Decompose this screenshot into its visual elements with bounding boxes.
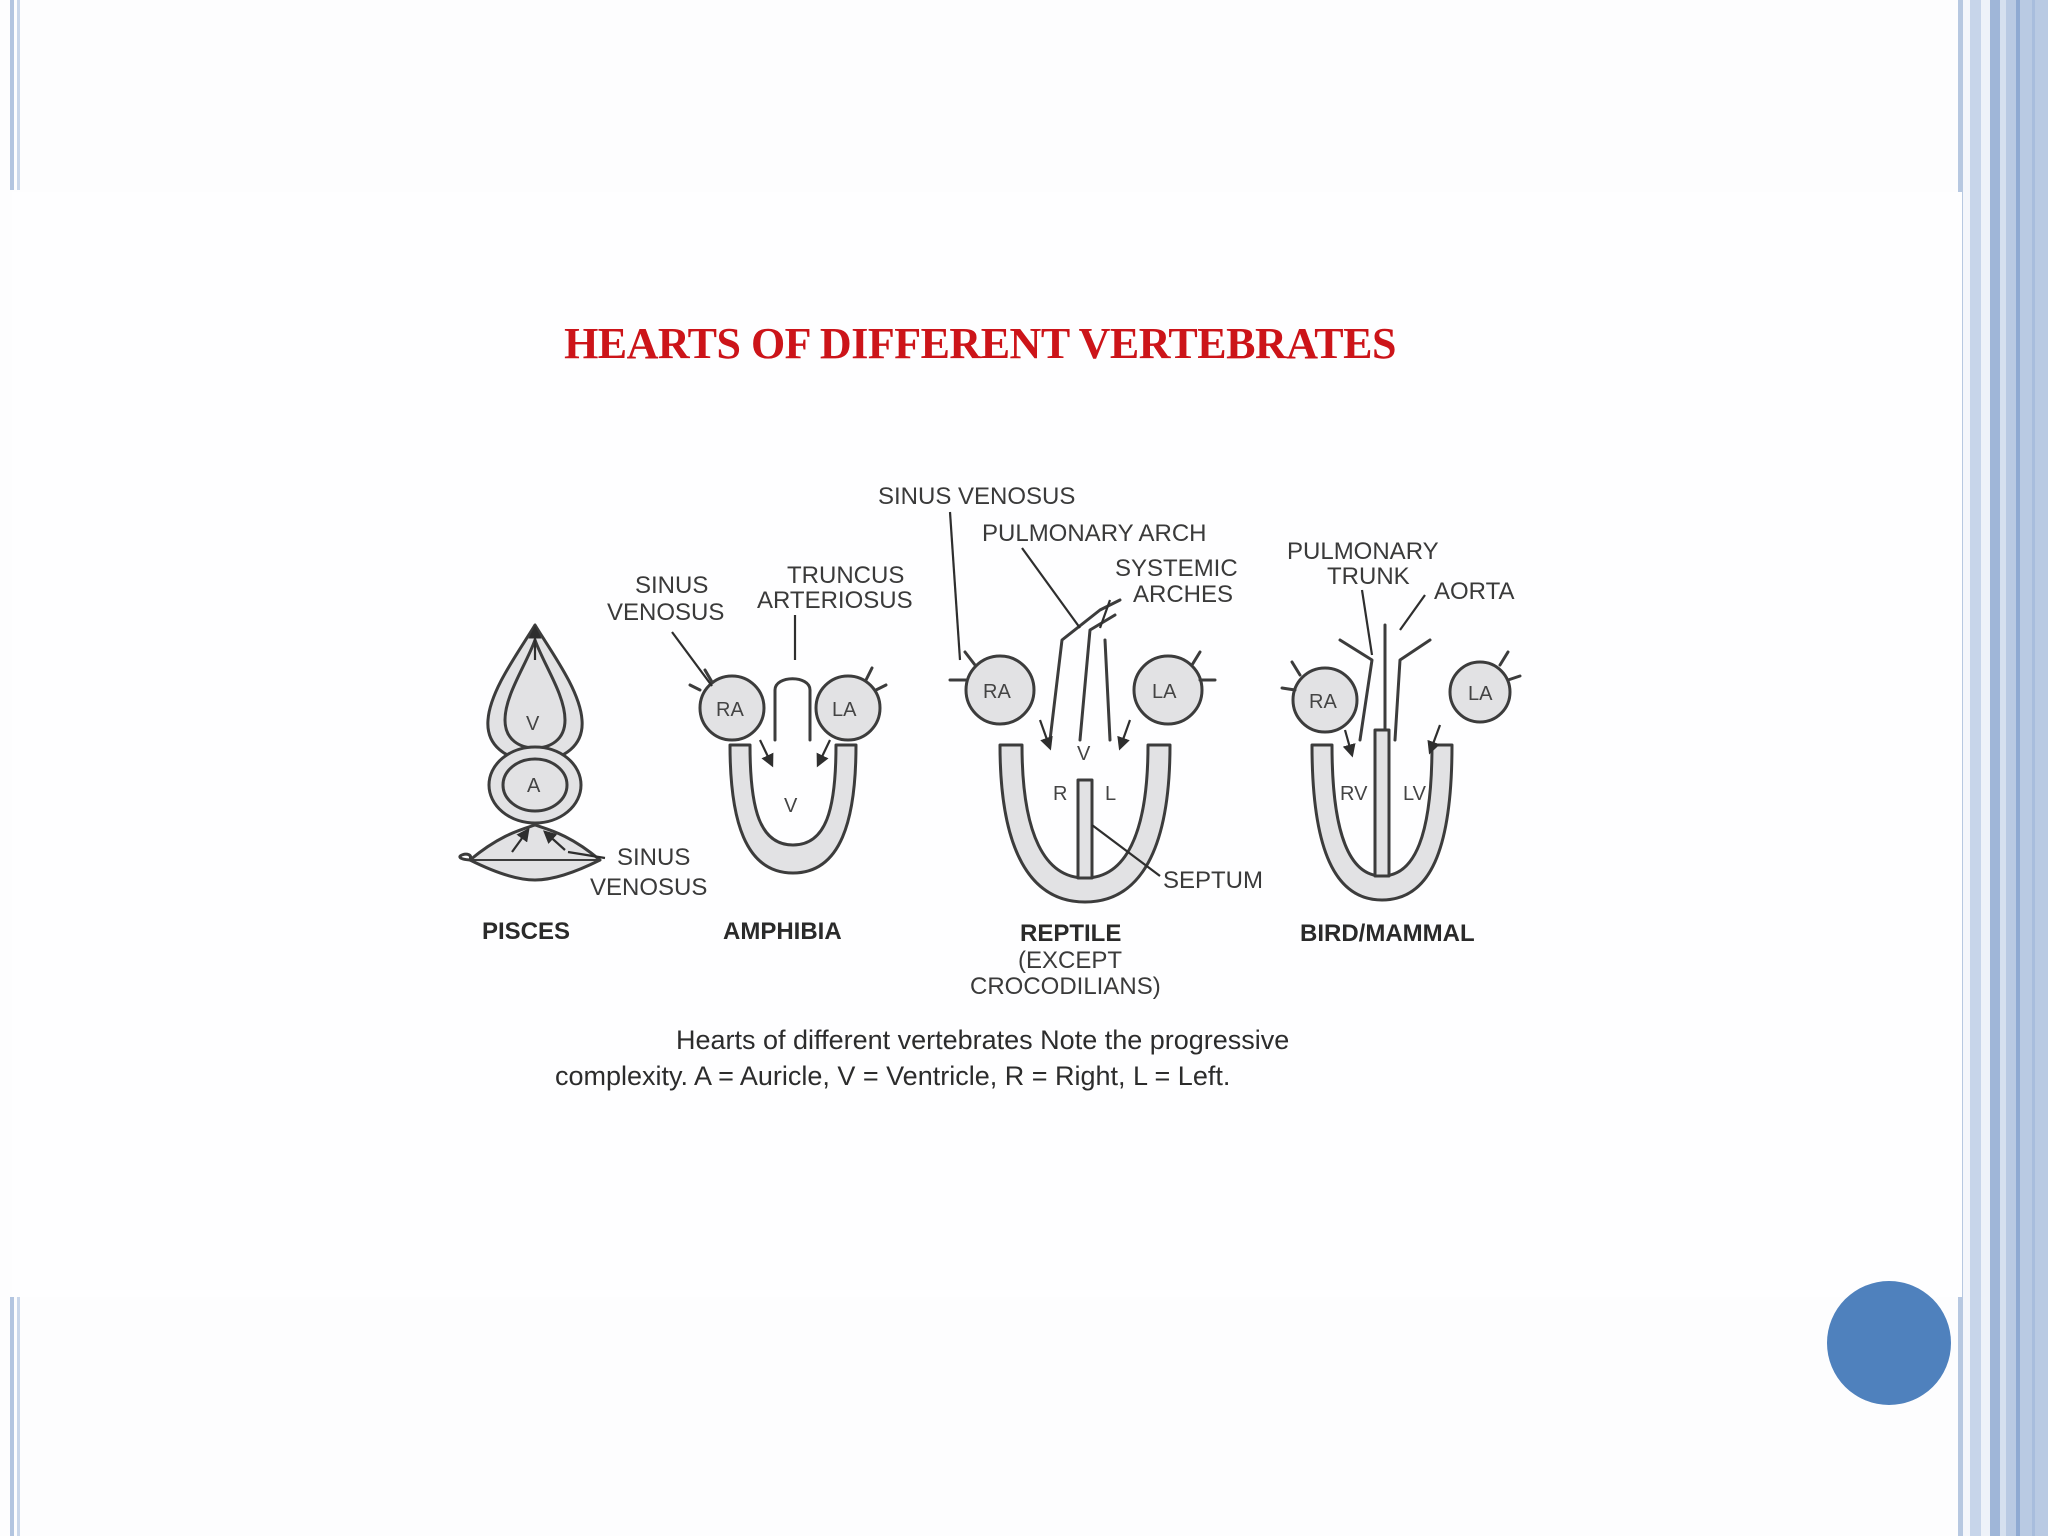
group-reptile-note-2: CROCODILIANS) [970, 973, 1161, 1000]
callout-systemic-2: ARCHES [1133, 581, 1233, 608]
bird-mammal-lv-label: LV [1403, 783, 1427, 805]
group-reptile: REPTILE [1020, 920, 1121, 947]
right-border-stripe [1963, 0, 1970, 1536]
reptile-heart: RA LA V R L [948, 598, 1217, 904]
callout-amphibia-sinus-2: VENOSUS [607, 599, 724, 626]
callout-sinus-venosus: SINUS VENOSUS [878, 483, 1075, 510]
pisces-heart: V A [458, 623, 602, 882]
callout-amphibia-sinus-1: SINUS [635, 572, 708, 599]
left-border-top-inner [17, 0, 20, 190]
caption-line-2: complexity. A = Auricle, V = Ventricle, … [555, 1061, 1230, 1091]
left-border-bottom-inner [17, 1297, 20, 1536]
pisces-ventricle-label: V [526, 713, 540, 735]
bird-mammal-heart: RA LA RV LV [1280, 623, 1522, 902]
pisces-auricle-label: A [527, 775, 541, 797]
reptile-ventricle-label: V [1077, 743, 1091, 765]
group-reptile-note-1: (EXCEPT [1018, 947, 1122, 974]
amphibia-sinus-leader [671, 631, 713, 687]
callout-pulmonary-trunk-2: TRUNK [1327, 563, 1410, 590]
right-border-stripe [2032, 0, 2035, 1536]
callout-pisces-sinus-2: VENOSUS [590, 874, 707, 901]
reptile-r-label: R [1053, 783, 1067, 805]
callout-pulmonary-arch: PULMONARY ARCH [982, 520, 1207, 547]
amphibia-heart: RA LA V [688, 666, 888, 875]
pulmonary-trunk-leader [1360, 589, 1374, 656]
sinus-venosus-leader [948, 511, 962, 661]
group-bird-mammal: BIRD/MAMMAL [1300, 920, 1475, 947]
callout-pisces-sinus-1: SINUS [617, 844, 690, 871]
reptile-l-label: L [1105, 783, 1116, 805]
right-border-stripe [1981, 0, 1990, 1536]
figure-image [12, 192, 1962, 1297]
amphibia-ventricle-label: V [784, 795, 798, 817]
aorta-leader [1399, 594, 1426, 631]
caption-line-1: Hearts of different vertebrates Note the… [676, 1025, 1289, 1055]
right-border-stripe [1990, 0, 2000, 1536]
amphibia-la-label: LA [832, 699, 857, 721]
pulmonary-arch-leader [1021, 547, 1081, 629]
callout-systemic-1: SYSTEMIC [1115, 555, 1238, 582]
reptile-ra-label: RA [983, 681, 1011, 703]
left-border-bottom [10, 1297, 14, 1536]
right-border-stripe [1970, 0, 1981, 1536]
callout-truncus-1: TRUNCUS [787, 562, 904, 589]
reptile-la-label: LA [1152, 681, 1177, 703]
figure-title: HEARTS OF DIFFERENT VERTEBRATES [564, 319, 1396, 368]
systemic-arches-leader [1098, 599, 1112, 629]
group-amphibia: AMPHIBIA [723, 918, 842, 945]
callout-pulmonary-trunk-1: PULMONARY [1287, 538, 1439, 565]
amphibia-ra-label: RA [716, 699, 744, 721]
right-border-stripe [2006, 0, 2048, 1536]
callout-septum: SEPTUM [1163, 867, 1263, 894]
right-border-stripe [2016, 0, 2020, 1536]
septum-leader [1091, 824, 1161, 877]
left-border-top [10, 0, 14, 190]
right-border-stripe [2000, 0, 2006, 1536]
group-pisces: PISCES [482, 918, 570, 945]
bird-mammal-la-label: LA [1468, 683, 1493, 705]
callout-aorta: AORTA [1434, 578, 1514, 605]
bird-mammal-ra-label: RA [1309, 691, 1337, 713]
pisces-sinus-leader [567, 850, 606, 860]
slide-nav-circle[interactable] [1827, 1281, 1951, 1405]
bird-mammal-rv-label: RV [1340, 783, 1368, 805]
callout-truncus-2: ARTERIOSUS [757, 587, 913, 614]
hearts-diagram: V A RA LA V RA [458, 483, 1522, 1091]
